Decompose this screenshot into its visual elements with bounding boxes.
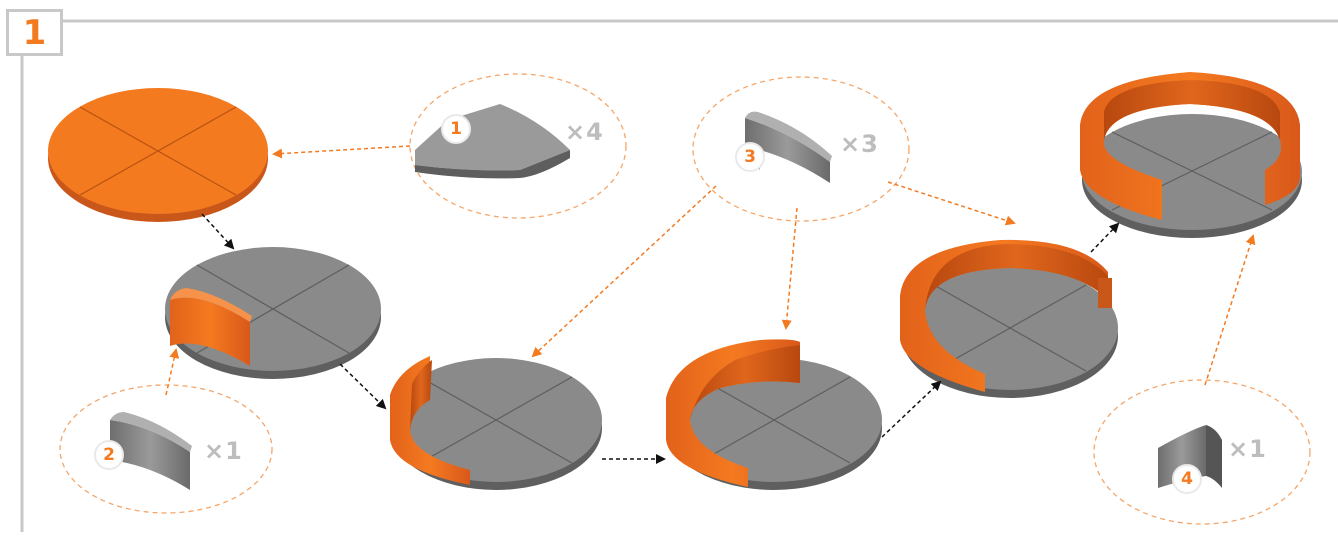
part-4-number: 4 [1172, 464, 1202, 494]
assembly-stage-part3-first [390, 356, 602, 490]
part-1-number: 1 [441, 114, 471, 144]
part-2-number: 2 [94, 440, 124, 470]
assembly-stage-complete [1080, 72, 1302, 238]
step-number-badge: 1 [6, 9, 63, 56]
callout-part-4 [1094, 380, 1310, 524]
part-4-quantity: ×1 [1228, 435, 1267, 463]
part-3-quantity: ×3 [840, 130, 879, 158]
assembly-stage-base-orange [48, 88, 268, 222]
callout-part-1 [410, 74, 626, 218]
part-3-number: 3 [735, 142, 765, 172]
assembly-stage-part2 [165, 247, 381, 379]
assembly-stage-part3-second [666, 339, 882, 490]
part-1-quantity: ×4 [565, 118, 604, 146]
part-2-quantity: ×1 [204, 437, 243, 465]
assembly-stage-part3-third [900, 240, 1118, 398]
